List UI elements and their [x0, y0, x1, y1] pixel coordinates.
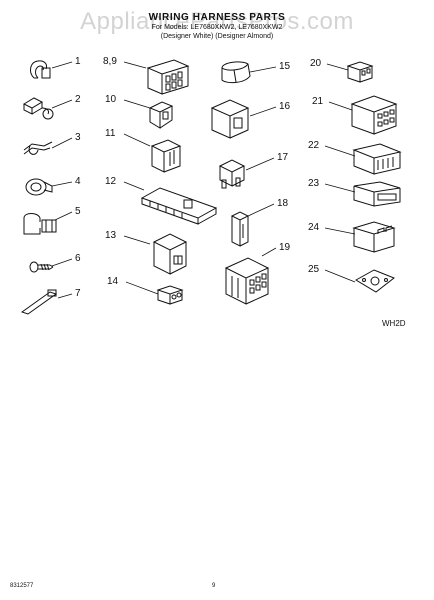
part-25-plate-drawing — [354, 266, 398, 296]
diagram-title: WIRING HARNESS PARTS — [148, 12, 286, 23]
part-8-9-connector-drawing — [144, 58, 192, 98]
callout-1: 1 — [75, 56, 81, 67]
part-11-connector-drawing — [148, 138, 184, 174]
callout-13: 13 — [105, 230, 117, 241]
callout-17: 17 — [277, 152, 289, 163]
part-24-connector-drawing — [352, 220, 398, 254]
part-23-connector-drawing — [352, 180, 404, 210]
part-3-wire-clip-drawing — [22, 136, 54, 160]
part-21-connector-drawing — [350, 94, 400, 136]
part-10-connector-drawing — [146, 100, 176, 130]
part-1-clip-drawing — [28, 58, 54, 82]
callout-11: 11 — [105, 128, 116, 139]
part-13-connector-drawing — [150, 232, 196, 278]
callout-15: 15 — [279, 61, 291, 72]
part-20-connector-drawing — [346, 60, 376, 84]
callout-12: 12 — [105, 176, 117, 187]
part-14-connector-drawing — [156, 284, 186, 306]
callout-14: 14 — [107, 276, 119, 287]
part-2-connector-drawing — [20, 94, 56, 122]
footer-part-number: 8312577 — [10, 583, 34, 589]
callout-3: 3 — [75, 132, 81, 143]
callout-20: 20 — [310, 58, 322, 69]
part-4-ring-clip-drawing — [24, 176, 54, 198]
footer-page-number: 9 — [212, 583, 216, 589]
diagram-header: WIRING HARNESS PARTS For Models: LE7680X… — [0, 12, 434, 41]
callout-16: 16 — [279, 101, 291, 112]
callout-25: 25 — [308, 264, 320, 275]
callout-22: 22 — [308, 140, 320, 151]
part-16-connector-drawing — [208, 98, 254, 140]
callout-24: 24 — [308, 222, 320, 233]
part-22-connector-drawing — [352, 142, 404, 176]
model-line: For Models: LE7680XKW2, LE7680XKW2 — [151, 24, 283, 31]
diagram-code: WH2D — [382, 319, 406, 328]
part-19-multi-connector-drawing — [222, 256, 272, 308]
part-5-bracket-drawing — [20, 210, 60, 238]
callout-23: 23 — [308, 178, 320, 189]
callout-2: 2 — [75, 94, 81, 105]
callout-5: 5 — [75, 206, 81, 217]
callout-18: 18 — [277, 198, 289, 209]
callout-19: 19 — [279, 242, 291, 253]
part-7-tie-strap-drawing — [20, 288, 60, 316]
callout-7: 7 — [75, 288, 81, 299]
color-line: (Designer White) (Designer Almond) — [160, 33, 274, 40]
part-12-terminal-block-drawing — [140, 184, 220, 228]
callout-6: 6 — [75, 253, 81, 264]
part-15-housing-drawing — [218, 58, 254, 88]
callout-10: 10 — [105, 94, 117, 105]
part-6-screw-drawing — [28, 260, 54, 274]
watermark: AppliancePartsPros.com — [80, 8, 354, 35]
part-18-terminal-drawing — [228, 210, 252, 250]
callout-4: 4 — [75, 176, 81, 187]
callout-21: 21 — [312, 96, 324, 107]
part-17-connector-drawing — [216, 158, 248, 192]
callout-8-9: 8,9 — [103, 56, 117, 67]
